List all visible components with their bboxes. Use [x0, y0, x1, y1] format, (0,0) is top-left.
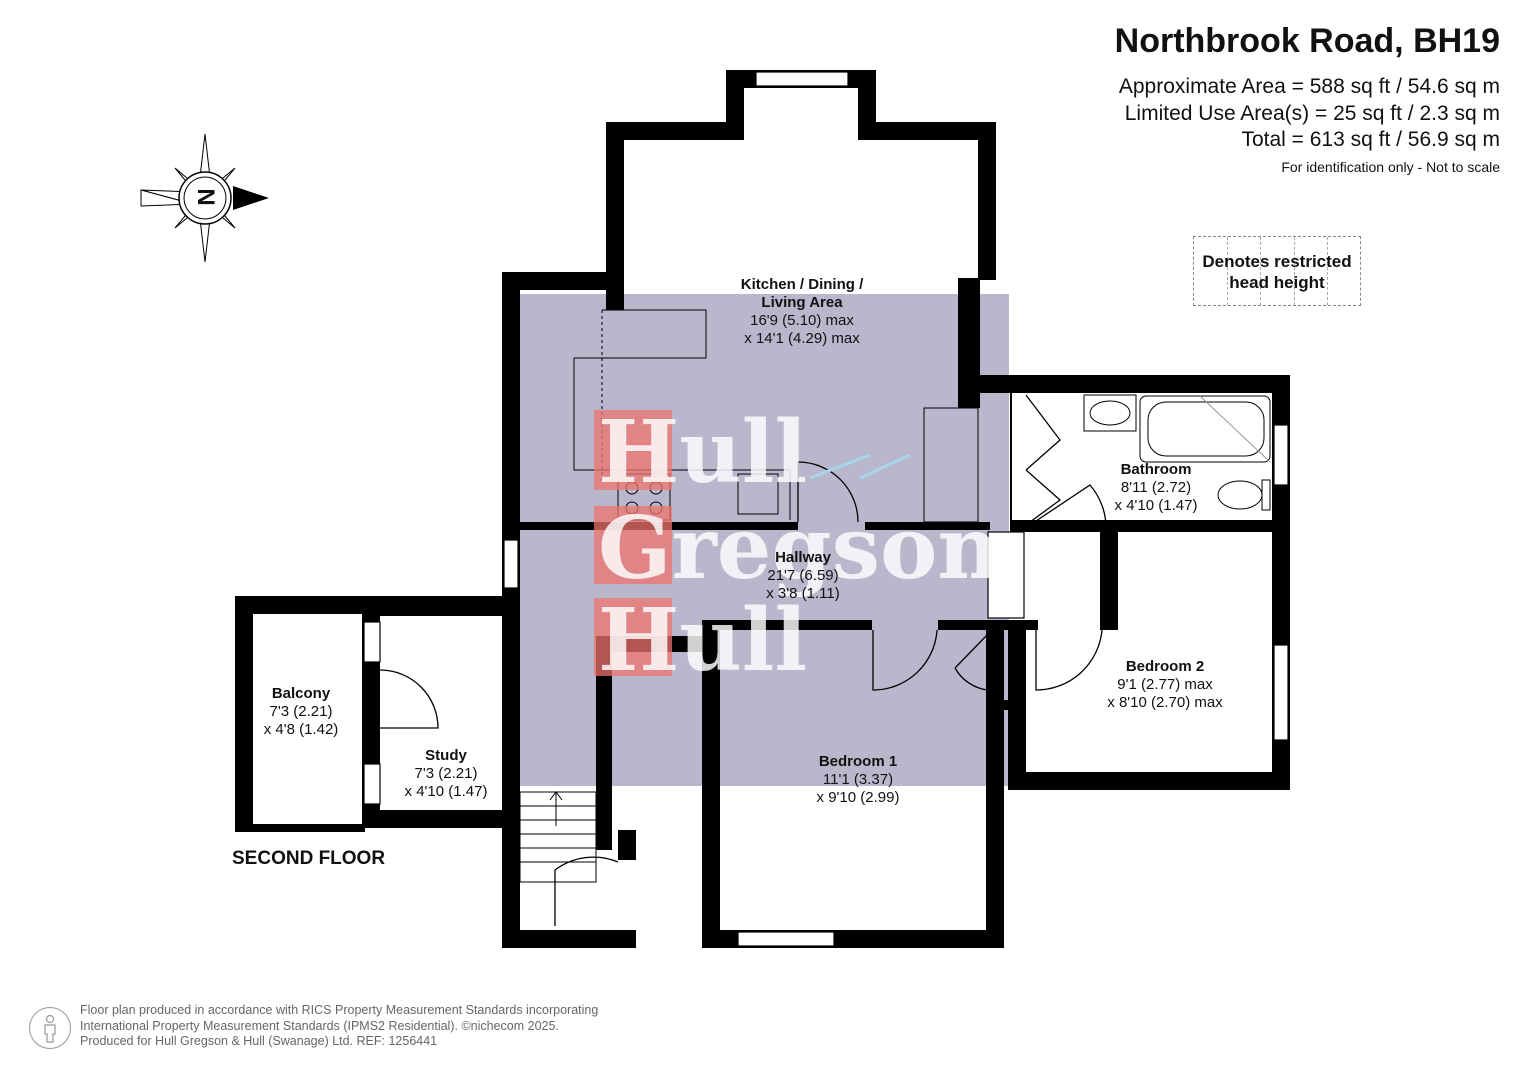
property-title: Northbrook Road, BH19 — [1114, 22, 1500, 60]
room-kitchen: Kitchen / Dining / Living Area 16'9 (5.1… — [741, 276, 864, 348]
room-balcony-name: Balcony — [271, 685, 331, 702]
room-balcony-dim-1: 7'3 (2.21) — [269, 703, 333, 720]
room-bedroom-2-dim-1: 9'1 (2.77) max — [1117, 676, 1213, 693]
room-study-dim-2: x 4'10 (1.47) — [404, 783, 488, 800]
watermark-word-gregson: Gregson — [598, 498, 1000, 599]
kitchen-fixtures — [573, 309, 979, 523]
room-kitchen-name-2: Living Area — [761, 294, 843, 311]
room-bathroom-name: Bathroom — [1120, 461, 1192, 478]
room-bedroom-2: Bedroom 2 9'1 (2.77) max x 8'10 (2.70) m… — [1107, 658, 1222, 712]
room-hallway-dim-2: x 3'8 (1.11) — [766, 585, 840, 602]
room-hallway-dim-1: 21'7 (6.59) — [767, 567, 839, 584]
restricted-height-legend: Denotes restricted head height — [1193, 236, 1361, 306]
legend-line-2: head height — [1229, 273, 1325, 292]
room-balcony: Balcony 7'3 (2.21) x 4'8 (1.42) — [264, 685, 339, 739]
room-kitchen-dim-1: 16'9 (5.10) max — [750, 312, 854, 329]
doors — [379, 394, 1107, 926]
room-bedroom-1: Bedroom 1 11'1 (3.37) x 9'10 (2.99) — [817, 753, 900, 807]
footer-line-3: Produced for Hull Gregson & Hull (Swanag… — [80, 1034, 438, 1048]
footer-text: Floor plan produced in accordance with R… — [80, 1003, 598, 1050]
room-hallway: Hallway 21'7 (6.59) x 3'8 (1.11) — [766, 549, 839, 603]
person-icon — [29, 1007, 71, 1049]
windows — [363, 71, 1289, 947]
room-bathroom: Bathroom 8'11 (2.72) x 4'10 (1.47) — [1115, 461, 1198, 515]
floor-label: SECOND FLOOR — [232, 848, 386, 869]
room-bathroom-dim-2: x 4'10 (1.47) — [1114, 497, 1198, 514]
limited-use-area: Limited Use Area(s) = 25 sq ft / 2.3 sq … — [1124, 102, 1500, 125]
room-balcony-dim-2: x 4'8 (1.42) — [263, 721, 339, 738]
room-study-dim-1: 7'3 (2.21) — [414, 765, 478, 782]
room-study: Study 7'3 (2.21) x 4'10 (1.47) — [405, 747, 488, 801]
footer-line-1: Floor plan produced in accordance with R… — [80, 1003, 599, 1017]
stairs — [519, 791, 597, 883]
approximate-area: Approximate Area = 588 sq ft / 54.6 sq m — [1118, 75, 1500, 98]
watermark-word-hull-2: Hull — [598, 590, 808, 691]
room-bedroom-1-name: Bedroom 1 — [818, 753, 898, 770]
bathroom-fixtures — [1083, 394, 1271, 511]
room-study-name: Study — [425, 747, 467, 764]
room-kitchen-name-1: Kitchen / Dining / — [740, 276, 864, 293]
room-bedroom-2-dim-2: x 8'10 (2.70) max — [1107, 694, 1223, 711]
scale-disclaimer: For identification only - Not to scale — [1281, 159, 1500, 175]
room-kitchen-dim-2: x 14'1 (4.29) max — [744, 330, 860, 347]
watermark-word-hull: Hull — [598, 402, 808, 503]
total-area: Total = 613 sq ft / 56.9 sq m — [1241, 128, 1500, 151]
compass-icon — [140, 133, 269, 263]
room-bedroom-1-dim-2: x 9'10 (2.99) — [816, 789, 900, 806]
legend-line-1: Denotes restricted — [1202, 252, 1352, 271]
footer-line-2: International Property Measurement Stand… — [80, 1018, 559, 1033]
room-bathroom-dim-1: 8'11 (2.72) — [1120, 479, 1192, 496]
room-bedroom-1-dim-1: 11'1 (3.37) — [822, 771, 894, 788]
room-hallway-name: Hallway — [775, 549, 831, 566]
compass-north-label: N — [192, 188, 219, 206]
room-bedroom-2-name: Bedroom 2 — [1125, 658, 1205, 675]
